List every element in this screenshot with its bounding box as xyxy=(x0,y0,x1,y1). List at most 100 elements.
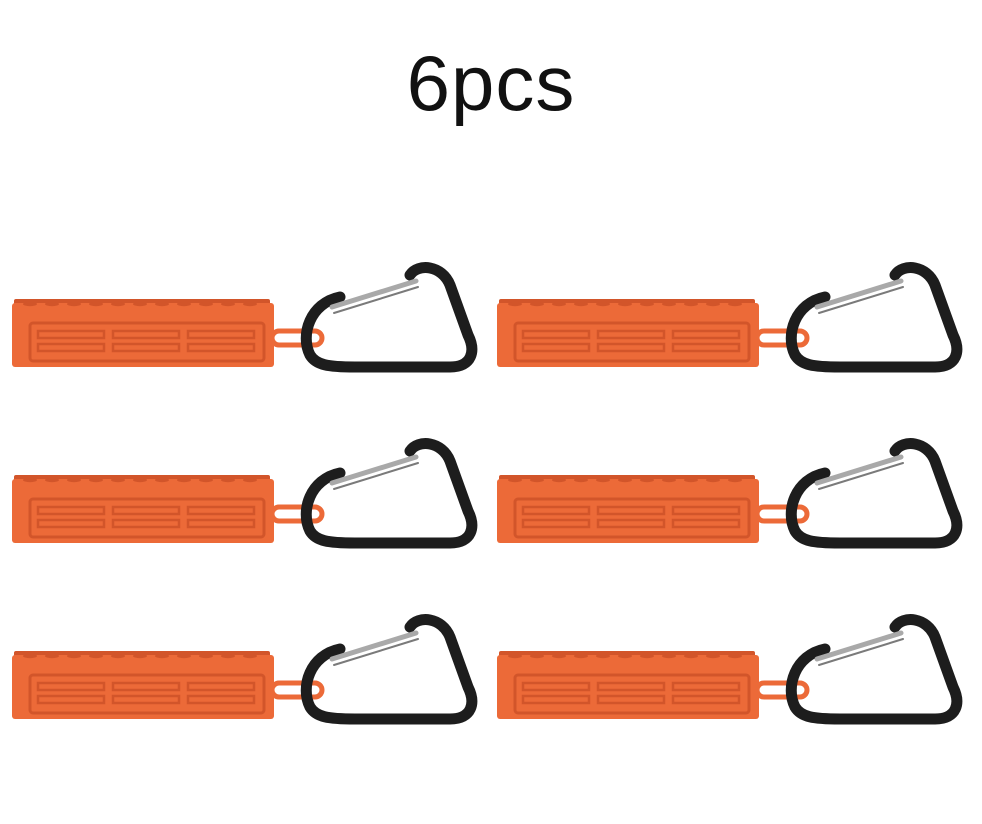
slot xyxy=(186,342,256,353)
bit-hole xyxy=(221,301,235,307)
bit-holder-keychain-4 xyxy=(495,431,965,551)
slot xyxy=(521,518,591,529)
bit-hole xyxy=(199,653,213,659)
bit-hole xyxy=(640,477,654,483)
bit-hole xyxy=(111,477,125,483)
slot xyxy=(111,694,181,705)
carabiner xyxy=(785,614,963,725)
bit-hole xyxy=(684,477,698,483)
keychain-graphic xyxy=(12,614,478,725)
bit-hole xyxy=(23,301,37,307)
bit-hole xyxy=(111,301,125,307)
carabiner-gate xyxy=(814,278,904,310)
bit-hole xyxy=(530,477,544,483)
bit-hole xyxy=(596,477,610,483)
bit-hole xyxy=(177,653,191,659)
bit-hole xyxy=(596,653,610,659)
holder-body xyxy=(12,655,274,719)
bit-hole xyxy=(706,477,720,483)
carabiner xyxy=(300,262,478,373)
bit-hole xyxy=(618,477,632,483)
bit-hole xyxy=(177,301,191,307)
bit-hole xyxy=(618,653,632,659)
keychain-graphic xyxy=(497,262,963,373)
holder-body xyxy=(497,479,759,543)
slot xyxy=(521,505,591,516)
carabiner xyxy=(300,438,478,549)
carabiner-gate xyxy=(814,454,904,486)
slot xyxy=(36,518,106,529)
loop-tab xyxy=(269,328,325,348)
product-grid xyxy=(10,255,970,735)
slot xyxy=(36,329,106,340)
slot xyxy=(186,694,256,705)
holder-window xyxy=(513,497,751,539)
carabiner-gate-shadow xyxy=(333,286,419,314)
carabiner-gate-shadow xyxy=(818,462,904,490)
bit-hole xyxy=(728,477,742,483)
keychain-graphic xyxy=(12,438,478,549)
slot xyxy=(186,329,256,340)
slot xyxy=(521,342,591,353)
slot xyxy=(36,694,106,705)
slot xyxy=(596,329,666,340)
bit-hole xyxy=(530,653,544,659)
carabiner-gate xyxy=(814,630,904,662)
carabiner-gate-shadow xyxy=(333,638,419,666)
slot xyxy=(186,681,256,692)
bit-hole xyxy=(596,301,610,307)
carabiner-gate xyxy=(329,454,419,486)
slot xyxy=(671,681,741,692)
holder-body xyxy=(12,303,274,367)
slot xyxy=(671,694,741,705)
keychain-graphic xyxy=(497,614,963,725)
bit-hole xyxy=(45,301,59,307)
carabiner xyxy=(785,262,963,373)
bit-hole xyxy=(640,301,654,307)
bit-hole xyxy=(45,477,59,483)
bit-hole xyxy=(67,653,81,659)
bit-hole xyxy=(23,653,37,659)
bit-hole xyxy=(243,301,257,307)
bit-hole xyxy=(728,653,742,659)
slot xyxy=(36,505,106,516)
bit-hole xyxy=(155,301,169,307)
carabiner xyxy=(300,614,478,725)
bit-hole xyxy=(89,301,103,307)
slot xyxy=(596,518,666,529)
holder-body xyxy=(12,479,274,543)
carabiner-gate xyxy=(329,630,419,662)
bit-hole xyxy=(706,301,720,307)
loop-tab xyxy=(269,504,325,524)
bit-hole xyxy=(133,653,147,659)
loop-tab xyxy=(754,328,810,348)
bit-hole xyxy=(111,653,125,659)
loop-tab xyxy=(754,504,810,524)
holder-body xyxy=(497,303,759,367)
slot xyxy=(186,518,256,529)
carabiner-gate-shadow xyxy=(818,638,904,666)
bit-hole xyxy=(177,477,191,483)
title-label: 6pcs xyxy=(406,39,576,127)
slot xyxy=(521,681,591,692)
bit-hole xyxy=(155,477,169,483)
bit-hole xyxy=(508,477,522,483)
loop-tab xyxy=(269,680,325,700)
bit-hole xyxy=(684,301,698,307)
slot xyxy=(596,681,666,692)
bit-hole xyxy=(574,301,588,307)
bit-hole xyxy=(552,301,566,307)
holder-window xyxy=(28,321,266,363)
slot xyxy=(671,329,741,340)
slot xyxy=(671,342,741,353)
slot xyxy=(596,342,666,353)
bit-hole xyxy=(618,301,632,307)
bit-hole xyxy=(728,301,742,307)
bit-hole xyxy=(508,301,522,307)
bit-hole xyxy=(662,301,676,307)
bit-hole xyxy=(574,477,588,483)
bit-hole xyxy=(662,653,676,659)
bit-hole xyxy=(640,653,654,659)
bit-hole xyxy=(243,477,257,483)
bit-holder-keychain-2 xyxy=(495,255,965,375)
